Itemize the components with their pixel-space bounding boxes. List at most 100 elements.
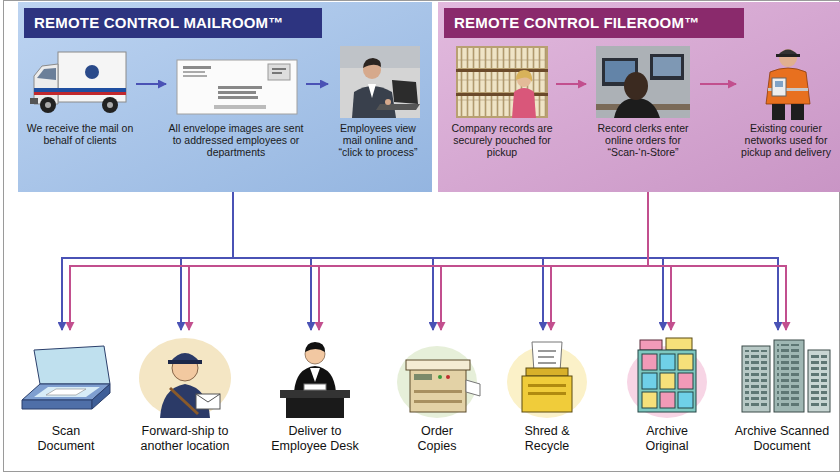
envelope <box>268 64 290 80</box>
outer-frame <box>4 1 840 472</box>
courier-figure <box>772 78 786 96</box>
copier-icon <box>414 400 462 403</box>
mail-truck <box>34 88 126 92</box>
flow-arrow <box>136 83 166 85</box>
scanner-icon <box>34 346 110 384</box>
destination-label: Scan Document <box>31 424 101 454</box>
server-rack-icon <box>742 340 830 412</box>
destination-node: Order Copies <box>392 330 482 454</box>
desk-icon <box>280 390 350 398</box>
flow-arrow <box>233 192 543 330</box>
scanner-icon <box>22 346 110 409</box>
shredder-icon <box>528 392 566 395</box>
icon-space <box>392 330 482 424</box>
mail-carrier-icon <box>168 360 202 364</box>
courier-figure <box>766 68 810 104</box>
flow-arrow <box>556 83 586 85</box>
clerk-photo <box>614 98 660 118</box>
mail-truck <box>45 102 51 108</box>
archive-cabinet-icon <box>627 346 707 418</box>
destination-label: Archive Original <box>635 424 699 454</box>
server-rack-icon <box>811 354 827 408</box>
destination-label: Shred & Recycle <box>515 424 579 454</box>
icon-space <box>622 330 712 424</box>
image-space <box>168 46 304 122</box>
mail-truck <box>30 52 126 113</box>
icon-space <box>130 330 240 424</box>
flow-arrow <box>551 192 648 330</box>
shredder-icon <box>507 346 587 418</box>
process-step: We receive the mail on behalf of clients <box>26 46 134 146</box>
server-rack-icon <box>774 340 804 412</box>
employee-photo <box>340 46 420 118</box>
step-caption: Existing courier networks used for picku… <box>738 122 834 158</box>
outer-frame <box>4 1 840 472</box>
process-step: All envelope images are sent to addresse… <box>168 46 304 158</box>
archive-cabinet-icon <box>666 338 692 350</box>
envelope <box>214 105 266 109</box>
panel-title: REMOTE CONTROL FILEROOM™ <box>444 8 744 38</box>
image-space <box>588 46 698 122</box>
envelope <box>218 91 256 94</box>
records-photo <box>456 46 548 118</box>
copier-icon <box>406 360 470 370</box>
clerk-photo <box>624 72 648 100</box>
copier-icon <box>397 346 477 418</box>
image-space <box>26 46 134 122</box>
envelope <box>218 96 258 99</box>
clerk-photo <box>596 46 690 118</box>
copier-icon <box>410 368 466 412</box>
image-space <box>738 46 834 122</box>
clerk-photo <box>650 54 684 80</box>
flow-arrow <box>648 192 786 330</box>
destination-node: Scan Document <box>21 330 111 454</box>
envelope <box>183 75 207 77</box>
archive-cabinet-icon <box>627 338 707 418</box>
flow-arrow <box>62 192 233 330</box>
clerk-photo <box>596 46 690 118</box>
destination-node: Forward-ship to another location <box>130 330 240 454</box>
employee-photo <box>340 46 420 118</box>
scanner-icon <box>92 384 110 409</box>
archive-cabinet-icon <box>660 354 675 370</box>
desk-icon <box>305 342 325 352</box>
flow-arrow <box>306 83 328 85</box>
icon-space <box>267 330 363 424</box>
flow-arrow <box>319 192 648 330</box>
archive-cabinet-icon <box>678 373 693 389</box>
process-step: Employees view mail online and “click to… <box>330 46 426 158</box>
copier-icon <box>466 380 480 396</box>
mail-truck <box>37 68 56 80</box>
desk-icon <box>310 368 320 382</box>
flow-arrow <box>233 192 663 330</box>
destination-label: Deliver to Employee Desk <box>267 424 363 454</box>
archive-cabinet-icon <box>678 354 693 370</box>
envelope <box>183 66 211 69</box>
mail-truck <box>107 102 113 108</box>
envelope <box>218 86 262 89</box>
destination-node: Deliver to Employee Desk <box>267 330 363 454</box>
copier-icon <box>446 375 450 379</box>
employee-photo <box>392 80 418 104</box>
courier-figure <box>766 49 810 120</box>
archive-cabinet-icon <box>642 354 657 370</box>
archive-cabinet-icon <box>642 373 657 389</box>
records-photo <box>458 72 546 92</box>
clerk-photo <box>653 57 681 76</box>
employee-photo <box>385 99 391 105</box>
destination-node: Archive Original <box>622 330 712 454</box>
courier-figure <box>775 81 783 87</box>
envelope <box>272 72 282 74</box>
destination-label: Forward-ship to another location <box>130 424 240 454</box>
shredder-icon <box>528 384 566 387</box>
shredder-icon <box>538 356 554 358</box>
copier-icon <box>397 346 480 418</box>
flow-arrow <box>233 192 311 330</box>
desk-icon <box>280 342 350 418</box>
mail-truck <box>102 97 118 113</box>
flow-arrow <box>233 192 778 330</box>
panel-band: REMOTE CONTROL FILEROOM™Company records … <box>438 2 840 192</box>
desk-icon <box>304 384 326 390</box>
panel-fill <box>18 2 840 192</box>
envelope <box>272 68 286 70</box>
